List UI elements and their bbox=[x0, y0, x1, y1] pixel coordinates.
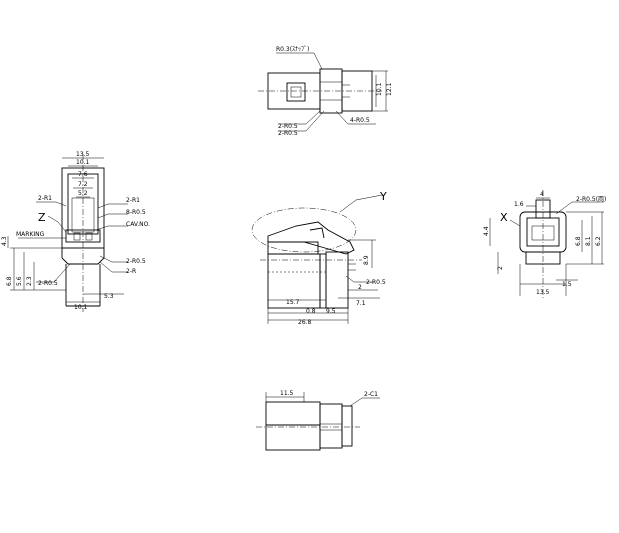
top-label-4r05: 4-R0.5 bbox=[350, 117, 370, 124]
top-leader-r05-b bbox=[278, 110, 325, 132]
side-detail-circle-y bbox=[251, 207, 357, 253]
top-view: 10.1 12.1 R0.3(ｽﾅｯﾌﾟ) 2-R0.5 2-R0.5 4-R0… bbox=[258, 46, 393, 137]
side-dim-text-0-8: 0.8 bbox=[306, 308, 316, 315]
front-dim-text-6-8: 6.8 bbox=[6, 276, 13, 286]
bottom-view-housing bbox=[341, 405, 353, 447]
front-leader-cav bbox=[95, 225, 128, 231]
top-leader-r05-a bbox=[278, 110, 321, 125]
side-view: Y 8.9 2-R0.5 2 7.1 15.7 0.8 9.5 26.8 bbox=[251, 190, 387, 326]
front-label-marking: MARKING bbox=[16, 231, 45, 238]
front-leader-2r1-left bbox=[36, 201, 67, 207]
front-dim-text-2-3: 2.3 bbox=[26, 276, 33, 286]
top-view-window-inner bbox=[290, 86, 302, 98]
top-label-r05-b: 2-R0.5 bbox=[278, 130, 298, 137]
front-label-8r05: 8-R0.5 bbox=[126, 209, 146, 216]
side-leader-y bbox=[339, 194, 383, 213]
right-dim-text-2: 2 bbox=[497, 266, 504, 270]
right-dim-text-6-2: 6.2 bbox=[595, 236, 602, 246]
front-leader-2r05-left bbox=[36, 263, 71, 283]
front-dim-text-5-6: 5.6 bbox=[16, 276, 23, 286]
side-dim-text-7-1: 7.1 bbox=[356, 300, 366, 307]
top-dim-10-1: 10.1 bbox=[376, 82, 383, 96]
bottom-view-body bbox=[265, 401, 321, 451]
top-dim-12-1: 12.1 bbox=[386, 82, 393, 96]
right-view: X 4 1.6 2-R0.5(両) 13.5 1.5 4.4 2 6.8 8.1… bbox=[483, 190, 606, 300]
front-view: 13.5 10.1 7.6 7.2 5.2 10.1 5.3 6.8 5.6 2… bbox=[1, 151, 150, 312]
bottom-dim-text-11-5: 11.5 bbox=[280, 390, 294, 397]
front-view-terminal-a bbox=[73, 232, 81, 241]
right-dim-text-8-1: 8.1 bbox=[585, 236, 592, 246]
side-view-latch bbox=[267, 221, 355, 255]
right-dim-text-1-5: 1.5 bbox=[562, 281, 572, 288]
bottom-view-latch bbox=[319, 403, 343, 449]
front-dim-text-5-3: 5.3 bbox=[104, 293, 114, 300]
front-leader-2r1-right bbox=[97, 203, 128, 209]
front-view-terminal-b bbox=[85, 232, 93, 241]
side-dim-text-2: 2 bbox=[358, 284, 362, 291]
bottom-view: 11.5 2-C1 bbox=[256, 390, 380, 451]
front-label-2r1-right: 2-R1 bbox=[126, 197, 140, 204]
side-view-latch-hook bbox=[309, 227, 325, 239]
front-leader-z bbox=[47, 215, 67, 233]
side-dim-text-9-5: 9.5 bbox=[326, 308, 336, 315]
bottom-label-c1: 2-C1 bbox=[364, 391, 378, 398]
right-label-r05: 2-R0.5(両) bbox=[576, 196, 606, 203]
front-leader-2r05-right bbox=[99, 255, 128, 263]
top-label-snap: R0.3(ｽﾅｯﾌﾟ) bbox=[276, 46, 309, 53]
top-leader-4r05 bbox=[335, 110, 376, 125]
front-label-2r05-right: 2-R0.5 bbox=[126, 258, 146, 265]
front-dim-text-10-1: 10.1 bbox=[76, 159, 90, 166]
side-view-housing bbox=[325, 251, 349, 309]
top-view-window bbox=[286, 82, 306, 102]
front-dim-text-5-2: 5.2 bbox=[78, 190, 88, 197]
front-leader-2r bbox=[99, 261, 128, 273]
side-label-2r05: 2-R0.5 bbox=[366, 279, 386, 286]
right-zone-x: X bbox=[500, 211, 508, 224]
top-leader-snap bbox=[276, 52, 323, 70]
front-label-cav: CAV.NO. bbox=[126, 221, 150, 228]
right-dim-text-4: 4 bbox=[540, 191, 544, 198]
side-zone-y: Y bbox=[379, 190, 387, 203]
front-dim-text-4-3: 4.3 bbox=[1, 236, 8, 246]
side-dim-text-15-7: 15.7 bbox=[286, 299, 300, 306]
front-dim-text-bottom-10-1: 10.1 bbox=[74, 304, 88, 311]
bottom-leader-c1 bbox=[349, 397, 380, 407]
right-dim-text-6-8: 6.8 bbox=[575, 236, 582, 246]
right-dim-text-13-5: 13.5 bbox=[536, 289, 550, 296]
front-label-2r05-left: 2-R0.5 bbox=[38, 280, 58, 287]
front-zone-z: Z bbox=[38, 211, 46, 224]
side-dim-text-26-8: 26.8 bbox=[298, 319, 312, 326]
top-label-r05-a: 2-R0.5 bbox=[278, 123, 298, 130]
front-label-2r: 2-R bbox=[126, 268, 136, 275]
front-dim-text-7-2: 7.2 bbox=[78, 181, 88, 188]
right-leader-r05 bbox=[555, 201, 604, 215]
side-dim-text-8-9: 8.9 bbox=[363, 255, 370, 265]
front-leader-8r05 bbox=[97, 213, 128, 219]
right-dim-text-1-6: 1.6 bbox=[514, 201, 524, 208]
side-leader-2r05 bbox=[345, 275, 374, 283]
right-leader-x bbox=[509, 219, 521, 227]
front-dim-text-7-6: 7.6 bbox=[78, 171, 88, 178]
right-dim-text-4-4: 4.4 bbox=[483, 226, 490, 236]
front-dim-text-13-5: 13.5 bbox=[76, 151, 90, 158]
front-label-2r1-left: 2-R1 bbox=[38, 195, 52, 202]
